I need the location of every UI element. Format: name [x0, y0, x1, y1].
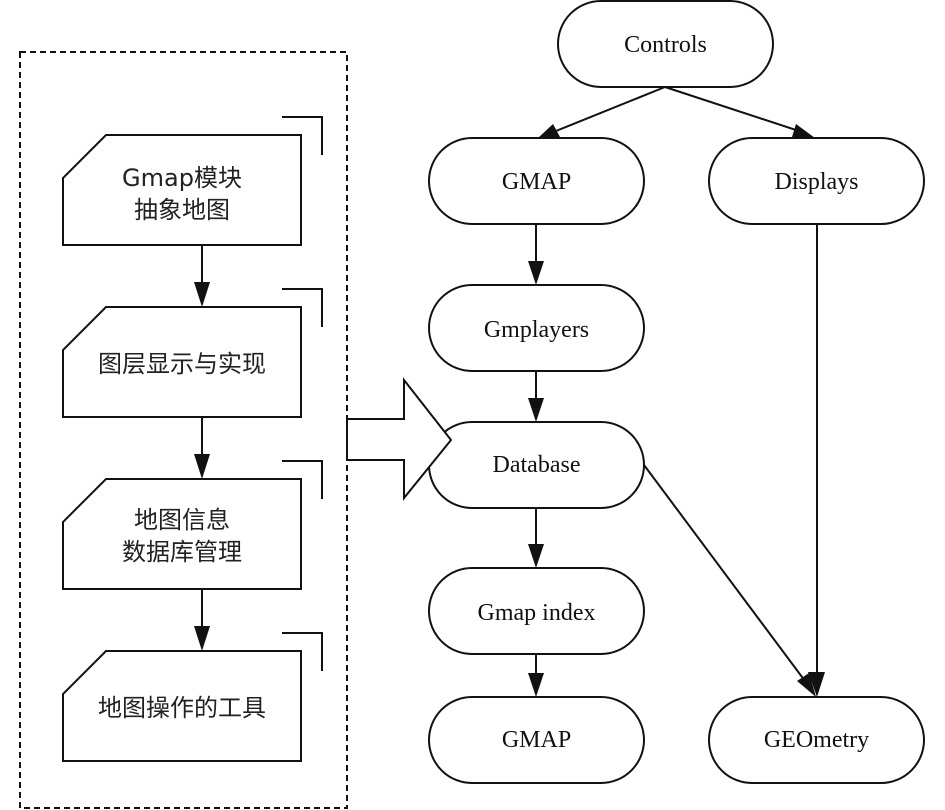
edge-database-to-geometry [643, 464, 816, 697]
edge-gmap-to-gmplayers [528, 224, 544, 285]
node-gmap-bottom[interactable]: GMAP [428, 696, 645, 784]
card-layer-display[interactable]: 图层显示与实现 [62, 306, 302, 418]
node-geometry[interactable]: GEOmetry [708, 696, 925, 784]
node-gmplayers[interactable]: Gmplayers [428, 284, 645, 372]
node-displays[interactable]: Displays [708, 137, 925, 225]
card-bracket-4 [282, 632, 323, 671]
node-gmap-bottom-label: GMAP [502, 727, 571, 753]
node-controls[interactable]: Controls [557, 0, 774, 88]
node-gmplayers-label: Gmplayers [484, 317, 589, 343]
card-layer-display-label: 图层显示与实现 [98, 350, 266, 378]
node-gmap-top[interactable]: GMAP [428, 137, 645, 225]
card-map-tools[interactable]: 地图操作的工具 [62, 650, 302, 762]
arrow-card1-to-card2 [194, 245, 210, 307]
edge-database-to-gmap-index [528, 508, 544, 568]
card-gmap-module-line-1: Gmap模块 [122, 164, 242, 192]
arrow-card2-to-card3 [194, 417, 210, 479]
card-map-db-line-1: 地图信息 [134, 506, 230, 534]
edge-controls-to-displays [664, 86, 815, 138]
node-database[interactable]: Database [428, 421, 645, 509]
node-gmap-index-label: Gmap index [478, 600, 596, 626]
edge-displays-to-geometry [808, 224, 825, 697]
node-displays-label: Displays [775, 169, 859, 195]
node-gmap-index[interactable]: Gmap index [428, 567, 645, 655]
card-map-tools-label: 地图操作的工具 [98, 694, 266, 722]
card-bracket-2 [282, 288, 323, 327]
node-database-label: Database [493, 452, 581, 478]
node-geometry-label: GEOmetry [764, 727, 869, 753]
card-bracket-3 [282, 460, 323, 499]
node-controls-label: Controls [624, 32, 707, 58]
edge-gmplayers-to-database [528, 371, 544, 422]
block-arrow-to-database [346, 377, 453, 501]
edge-controls-to-gmap [538, 86, 666, 138]
card-map-db-line-2: 数据库管理 [122, 538, 242, 566]
card-bracket-1 [282, 116, 323, 155]
card-map-db[interactable]: 地图信息 数据库管理 [62, 478, 302, 590]
card-gmap-module[interactable]: Gmap模块 抽象地图 [62, 134, 302, 246]
node-gmap-top-label: GMAP [502, 169, 571, 195]
edge-gmap-index-to-gmap [528, 654, 544, 697]
card-gmap-module-line-2: 抽象地图 [134, 196, 230, 224]
arrow-card3-to-card4 [194, 589, 210, 651]
